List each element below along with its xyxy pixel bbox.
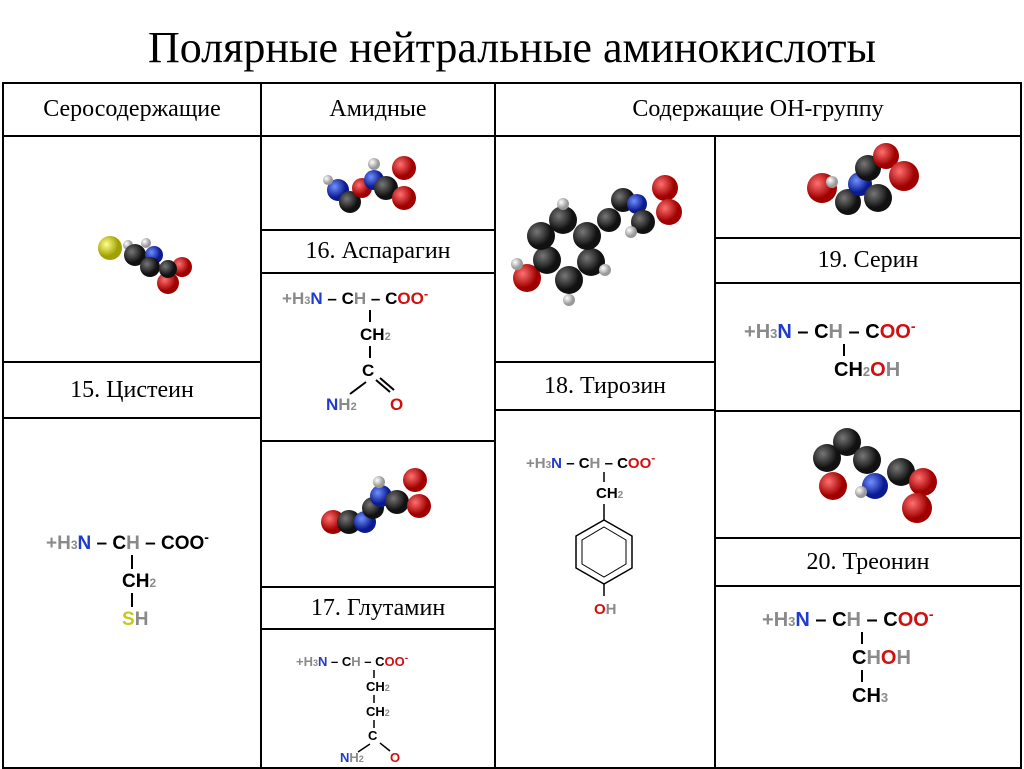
tyrosine-molecule-model — [511, 175, 682, 306]
cysteine-molecule-model — [98, 236, 192, 294]
svg-text:+H3N – CH – COO-: +H3N – CH – COO- — [296, 653, 408, 669]
svg-text:OH: OH — [594, 601, 617, 618]
svg-text:C: C — [362, 361, 374, 380]
threonine-molecule-model — [813, 428, 937, 523]
svg-text:CH2OH: CH2OH — [834, 359, 900, 381]
serine-molecule-model — [807, 143, 919, 215]
svg-text:CH2: CH2 — [366, 704, 390, 719]
svg-text:CH2: CH2 — [360, 325, 391, 344]
header-oh: Содержащие ОН-группу — [494, 82, 1022, 137]
header-sulfur: Серосодержащие — [2, 82, 262, 137]
svg-text:CHOH: CHOH — [852, 647, 911, 669]
asparagine-formula: +H3N – CH – COO- CH2 C NH2 O — [282, 286, 428, 414]
glutamine-molecule-model — [321, 468, 431, 534]
asparagine-molecule-model — [323, 156, 416, 213]
threonine-label: 20. Треонин — [714, 537, 1022, 587]
asparagine-label: 16. Аспарагин — [260, 229, 496, 274]
svg-text:CH2: CH2 — [596, 485, 624, 502]
svg-text:O: O — [390, 750, 400, 765]
serine-formula: +H3N – CH – COO- CH2OH — [744, 318, 916, 381]
glutamine-formula: +H3N – CH – COO- CH2 CH2 C NH2 O — [296, 653, 408, 765]
glutamine-label: 17. Глутамин — [260, 586, 496, 630]
svg-text:NH2: NH2 — [326, 395, 357, 414]
svg-text:CH3: CH3 — [852, 685, 888, 707]
tyrosine-formula: +H3N – CH – COO- CH2 OH — [526, 451, 655, 618]
svg-text:+H3N – CH – COO-: +H3N – CH – COO- — [526, 451, 655, 472]
header-amide: Амидные — [260, 82, 496, 137]
svg-text:CH2: CH2 — [366, 679, 390, 694]
svg-text:SH: SH — [122, 609, 148, 630]
threonine-formula: +H3N – CH – COO- CHOH CH3 — [762, 606, 934, 707]
svg-text:NH2: NH2 — [340, 750, 364, 765]
svg-text:C: C — [368, 728, 378, 743]
serine-label: 19. Серин — [714, 237, 1022, 284]
tyrosine-label: 18. Тирозин — [494, 361, 716, 411]
cysteine-label: 15. Цистеин — [2, 361, 262, 419]
svg-text:+H3N – CH – COO-: +H3N – CH – COO- — [282, 286, 428, 308]
slide-title: Полярные нейтральные аминокислоты — [147, 23, 877, 72]
svg-text:+H3N – CH – COO-: +H3N – CH – COO- — [46, 529, 209, 554]
svg-text:CH2: CH2 — [122, 571, 156, 592]
svg-text:+H3N – CH – COO-: +H3N – CH – COO- — [762, 606, 934, 631]
svg-text:O: O — [390, 395, 403, 414]
cysteine-formula: +H3N – CH – COO- CH2 SH — [46, 529, 209, 630]
svg-text:+H3N – CH – COO-: +H3N – CH – COO- — [744, 318, 916, 343]
